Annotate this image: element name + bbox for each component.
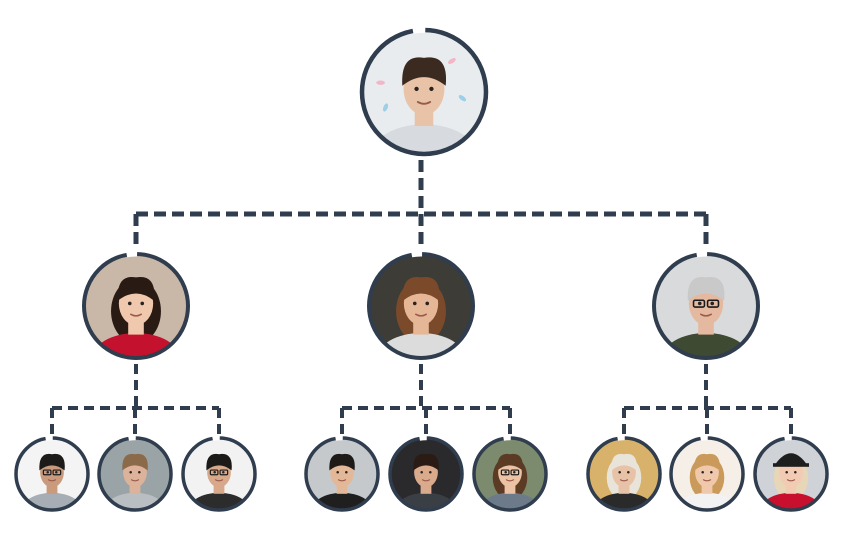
avatar-photo xyxy=(390,438,462,510)
avatar-staff-1-1[interactable] xyxy=(14,435,90,529)
avatar-photo xyxy=(99,438,171,510)
avatar-ring-gap xyxy=(45,435,53,441)
avatar-manager-3[interactable] xyxy=(652,251,760,385)
avatar-ring-gap xyxy=(411,251,423,258)
avatar-photo xyxy=(362,30,486,154)
avatar-staff-2-1[interactable] xyxy=(304,435,380,529)
avatar-photo xyxy=(16,438,88,510)
avatar-staff-3-3[interactable] xyxy=(753,435,829,529)
avatar-photo xyxy=(654,254,758,358)
avatar-photo xyxy=(183,438,255,510)
avatar-ring-gap xyxy=(784,435,792,441)
avatar-photo xyxy=(671,438,743,510)
avatar-staff-1-2[interactable] xyxy=(97,435,173,529)
avatar-ring-gap xyxy=(126,251,138,258)
avatar-photo xyxy=(84,254,188,358)
connector-lines xyxy=(50,160,793,435)
avatar-staff-3-1[interactable] xyxy=(586,435,662,529)
avatar-photo xyxy=(474,438,546,510)
avatar-photo xyxy=(755,438,827,510)
avatar-ring-gap xyxy=(419,435,427,441)
avatar-manager-2[interactable] xyxy=(367,251,475,385)
avatar-ring-gap xyxy=(335,435,343,441)
avatar-photo xyxy=(369,254,473,358)
avatar-nodes xyxy=(14,27,829,529)
avatar-ring-gap xyxy=(412,27,426,34)
avatar-ring-gap xyxy=(128,435,136,441)
avatar-photo xyxy=(588,438,660,510)
avatar-photo xyxy=(306,438,378,510)
avatar-manager-1[interactable] xyxy=(82,251,190,385)
avatar-root[interactable] xyxy=(359,27,489,186)
avatar-staff-2-2[interactable] xyxy=(388,435,464,529)
avatar-ring-gap xyxy=(212,435,220,441)
avatar-staff-3-2[interactable] xyxy=(669,435,745,529)
avatar-ring-gap xyxy=(700,435,708,441)
avatar-ring-gap xyxy=(696,251,708,258)
avatar-staff-1-3[interactable] xyxy=(181,435,257,529)
avatar-staff-2-3[interactable] xyxy=(472,435,548,529)
avatar-ring-gap xyxy=(617,435,625,441)
avatar-ring-gap xyxy=(503,435,511,441)
